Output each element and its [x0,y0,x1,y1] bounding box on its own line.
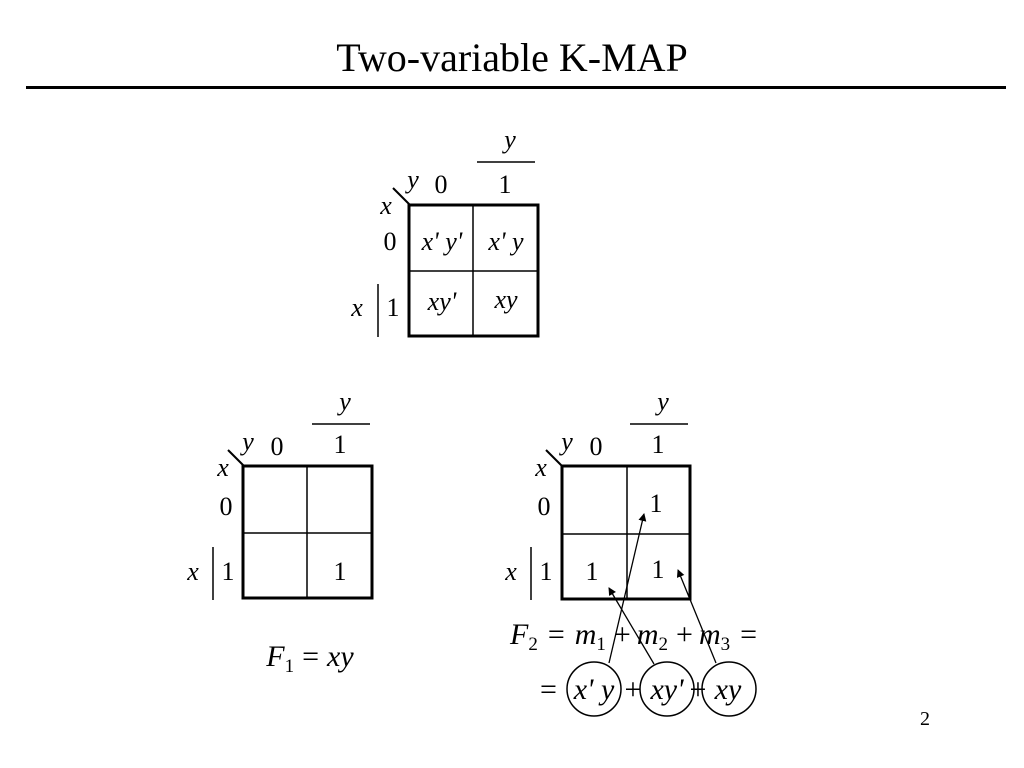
f2-cell-1-1: 1 [652,555,665,584]
f2-eq1-plus1: + [614,618,631,651]
title-underline [26,86,1006,89]
top-cell-0-0: x' y' [421,227,463,256]
top-cell-1-0: xy' [427,287,457,316]
f1-corner-col-var: y [239,427,254,456]
f2-eq2-equals: = [540,673,557,706]
f2-cell-1-0: 1 [586,557,599,586]
f2-eq1-lhs-sub: 2 [528,634,538,655]
f2-arrow-term1-to-m1 [608,513,647,664]
f1-row-var-side-label: x [186,557,199,586]
f2-row-var-side-label: x [504,557,517,586]
top-corner-row-var: x [379,191,392,220]
f2-col-header-1: 1 [652,430,665,459]
f2-eq1-plus2: + [676,618,693,651]
f2-eq2-plus2: + [690,673,707,706]
f2-eq1-equals2: = [740,618,757,651]
f2-eq1-m1: m [575,618,597,651]
f2-term2-circle [639,661,695,717]
f2-eq2-plus1: + [625,673,642,706]
f2-row-header-0: 0 [538,492,551,521]
f2-corner-row-var: x [534,453,547,482]
f1-col-var-overbar-label: y [336,387,351,416]
page-number: 2 [920,708,930,730]
f2-eq1-m2: m [637,618,659,651]
slide-title: Two-variable K-MAP [336,35,688,80]
top-cell-0-1: x' y [487,227,524,256]
f1-eq-lhs-sub: 1 [285,656,295,677]
f1-row-header-1: 1 [222,557,235,586]
f2-eq2-term1: x' y [573,673,615,706]
f2-cell-0-1: 1 [650,489,663,518]
f2-arrow-term3-to-m3 [676,569,717,664]
f2-eq1-m1-sub: 1 [596,634,606,655]
top-col-header-0: 0 [435,170,448,199]
f2-eq1-m3: m [699,618,721,651]
f1-eq-equals: = [302,640,319,673]
f2-col-header-0: 0 [590,432,603,461]
f2-eq1-m2-sub: 2 [659,634,669,655]
top-corner-diagonal [392,187,411,206]
f2-term3-circle [701,661,757,717]
top-cell-1-1: xy [493,285,518,314]
f2-col-var-overbar-label: y [654,387,669,416]
top-row-header-0: 0 [384,227,397,256]
f1-row-header-0: 0 [220,492,233,521]
top-row-var-side-label: x [350,293,363,322]
f2-corner-col-var: y [558,427,573,456]
f2-term1-circle [566,661,622,717]
top-corner-col-var: y [404,165,419,194]
f2-eq1-equals: = [548,618,565,651]
f2-eq2-term2: xy' [649,673,684,706]
f2-row-header-1: 1 [540,557,553,586]
f1-eq-lhs: F [265,640,285,673]
f2-equation-line-1: F2=m1+m2+m3= [509,618,757,655]
f1-cell-1-1: 1 [334,557,347,586]
f1-col-header-0: 0 [271,432,284,461]
top-col-header-1: 1 [499,170,512,199]
f1-col-header-1: 1 [334,430,347,459]
f1-equation: F1 =xy [265,640,354,677]
f1-corner-row-var: x [216,453,229,482]
kmap-f1: y y x 0 1 0 x 1 1 F1=xy [186,387,374,677]
top-row-header-1: 1 [387,293,400,322]
f2-arrow-term2-to-m2 [608,587,655,665]
f2-eq1-lhs: F [509,618,529,651]
top-col-var-overbar-label: y [501,125,516,154]
f2-eq2-term3: xy [714,673,742,706]
f2-corner-diagonal [545,449,564,468]
f1-corner-diagonal [227,449,246,468]
kmap-top: y y x 0 1 0 x 1 x' y' x' y xy' xy [350,125,540,338]
f2-grid-border [560,464,692,601]
kmap-f2: y y x 0 1 0 x 1 1 1 1 F2=m1+m2+m3= = x' … [504,387,757,717]
f1-eq-rhs: xy [326,640,354,673]
f2-eq1-m3-sub: 3 [721,634,731,655]
